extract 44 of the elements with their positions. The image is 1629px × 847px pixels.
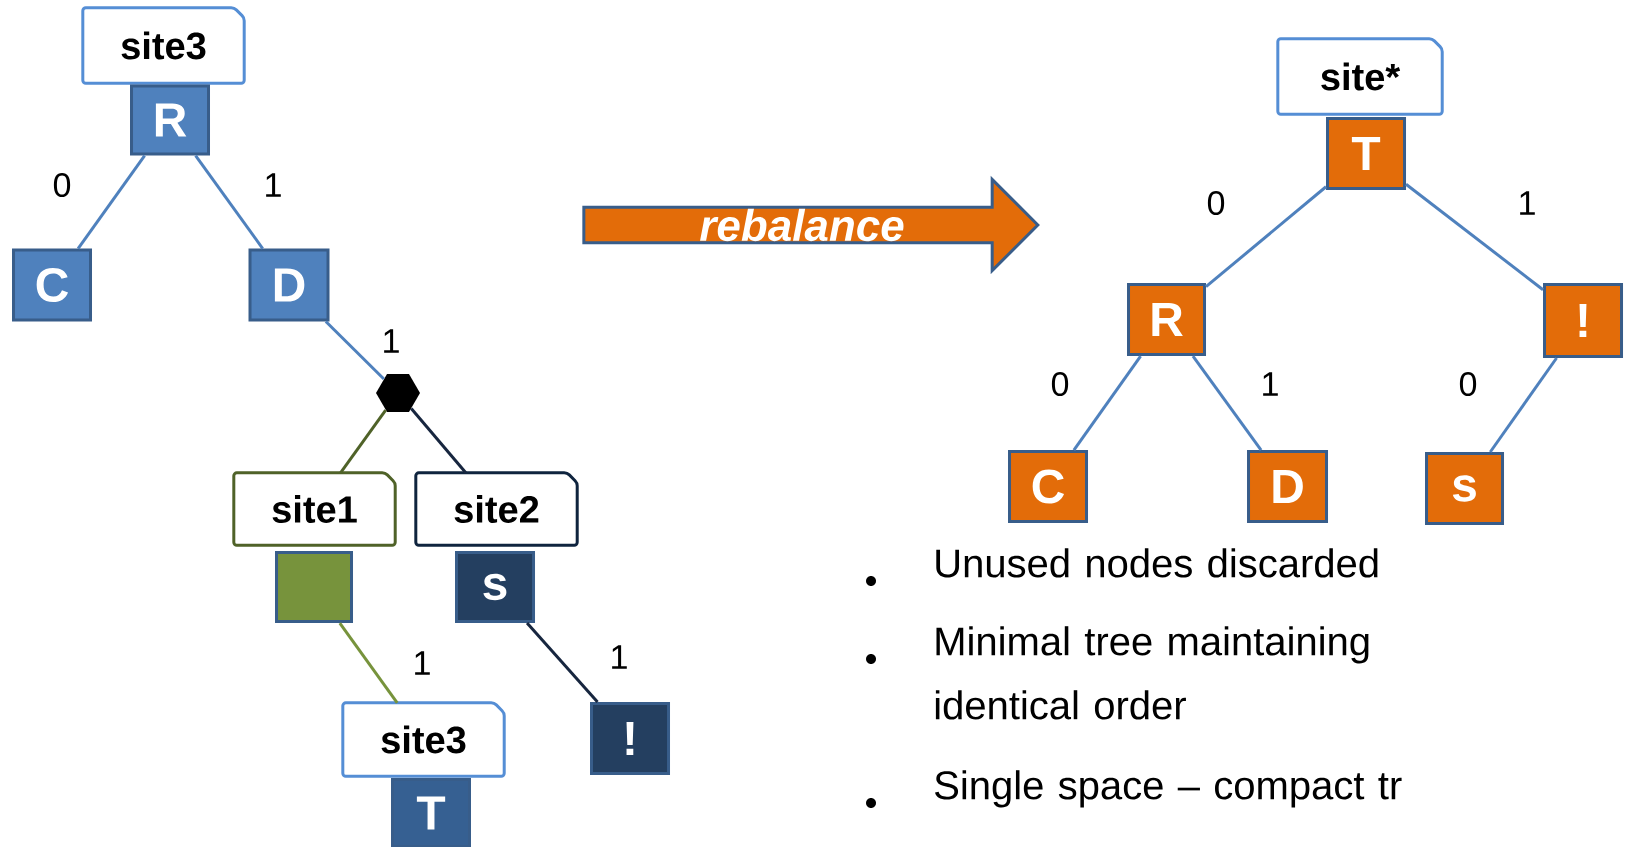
node-box: R (130, 84, 210, 156)
node-box: ! (1543, 283, 1623, 358)
node-box: D (1247, 450, 1328, 523)
bullet-item: Unused nodes discarded (866, 548, 1378, 586)
connector-line (339, 409, 387, 474)
edge-label: 1 (1259, 371, 1281, 397)
connector-line (324, 320, 385, 381)
connector-line (1405, 183, 1544, 291)
node-box: ! (590, 702, 670, 775)
site-tag: site3 (81, 6, 246, 85)
node-box: C (1008, 450, 1088, 523)
edge-label: 0 (1049, 370, 1071, 398)
connector-line (410, 407, 467, 474)
edge-label: 1 (1516, 190, 1538, 216)
node-box: T (391, 778, 471, 847)
connector-line (1191, 355, 1263, 451)
edge-label: 1 (380, 328, 402, 354)
edge-label: 1 (411, 650, 433, 676)
node-box: s (1425, 452, 1504, 525)
node-box: R (1127, 283, 1206, 356)
edge-label: 0 (1457, 370, 1479, 398)
connector-line (1072, 355, 1142, 451)
connector-line (525, 622, 599, 703)
node-box: D (248, 248, 330, 322)
node-box: s (455, 551, 535, 623)
bullet-item: Single space – compact tr (866, 770, 1402, 808)
connector-line (1489, 357, 1558, 453)
connector-line (1205, 185, 1327, 288)
edge-label: 0 (1205, 189, 1227, 217)
node-box (275, 551, 353, 623)
site-tag: site3 (341, 701, 506, 778)
edge-label: 0 (51, 171, 73, 199)
hexagon (376, 373, 420, 413)
node-box: C (12, 248, 92, 322)
site-tag: site1 (232, 471, 397, 547)
edge-label: 1 (262, 172, 284, 198)
site-tag: site* (1276, 37, 1444, 116)
bullet-item: Minimal tree maintaining identical order (866, 626, 1369, 720)
node-box: T (1326, 117, 1406, 190)
site-tag: site2 (414, 471, 579, 547)
connector-line (338, 622, 399, 704)
connector-line (194, 154, 264, 250)
connector-line (76, 154, 146, 250)
edge-label: 1 (608, 644, 630, 670)
